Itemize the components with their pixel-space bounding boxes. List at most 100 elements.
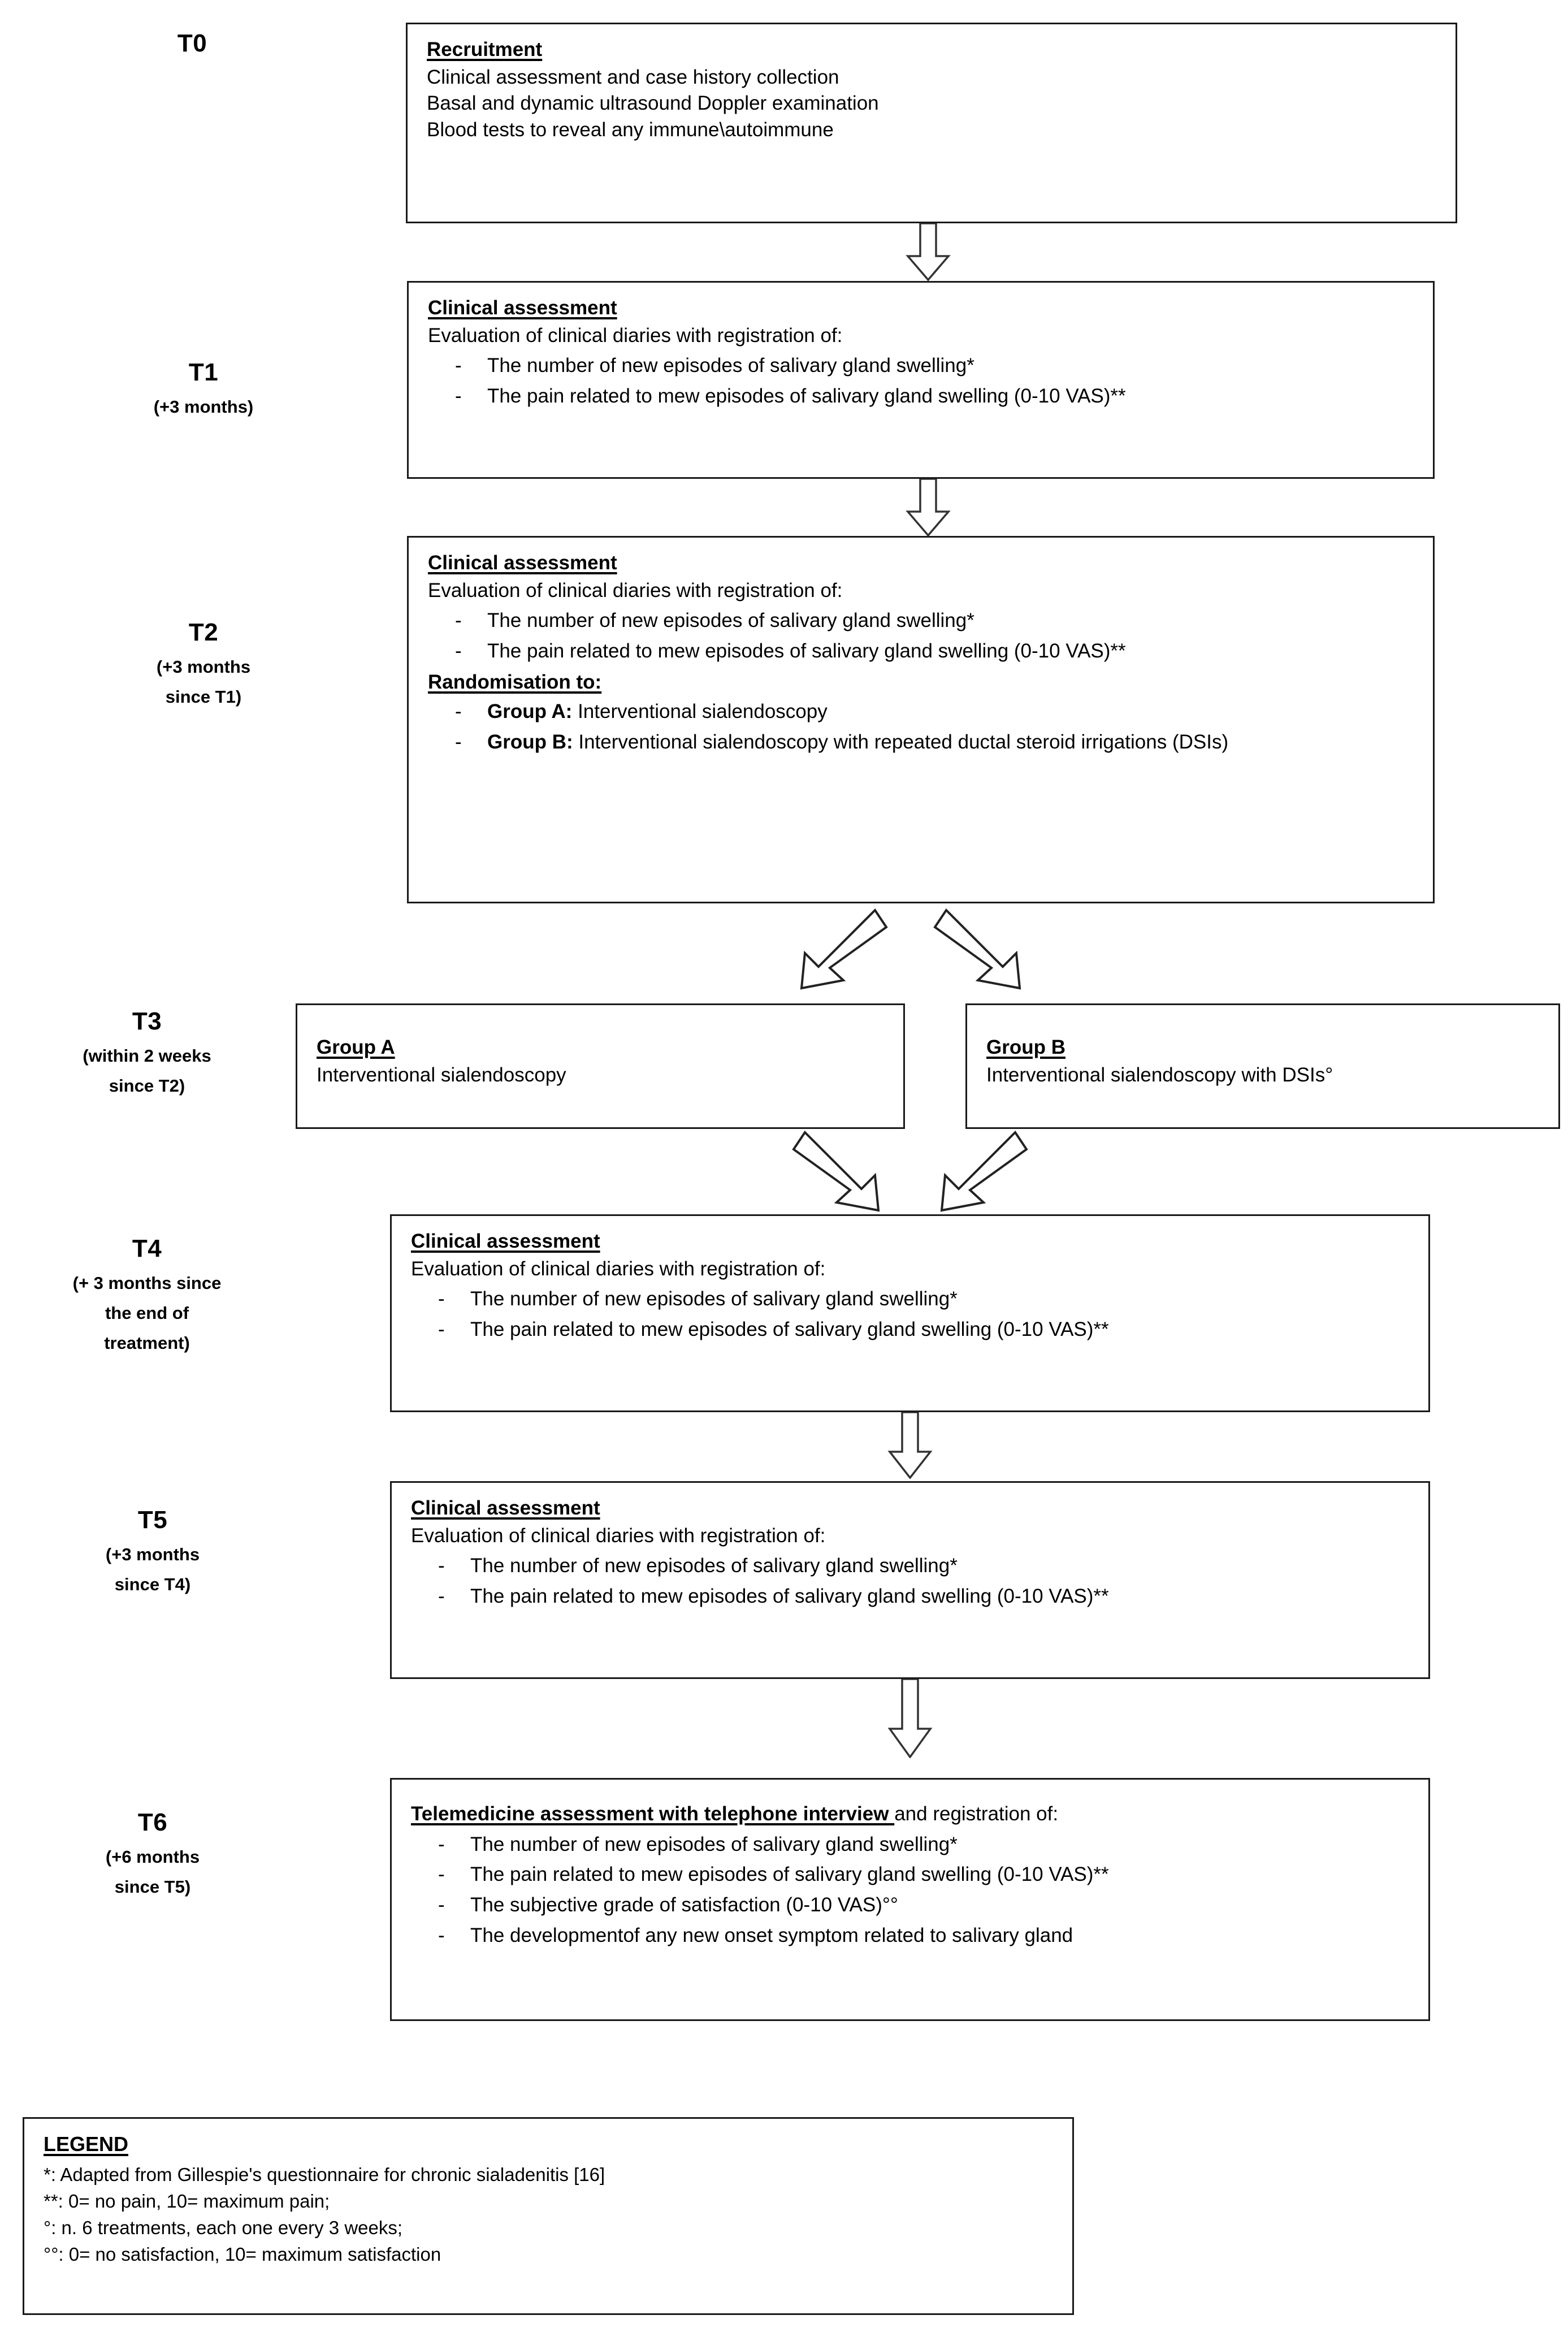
box-t2-group-b-item: -Group B: Interventional sialendoscopy w… xyxy=(428,729,1418,756)
box-t2-randomisation-list: - Group A: Interventional sialendoscopy -… xyxy=(428,698,1418,755)
box-t2-lead: Evaluation of clinical diaries with regi… xyxy=(428,579,843,602)
box-t6-bullet-4: - The developmentof any new onset symptom… xyxy=(411,1922,1414,1949)
box-t5-bullet-2-text: The pain related to mew episodes of sali… xyxy=(470,1585,1109,1607)
timepoint-label-t2: T2 (+3 months since T1) xyxy=(23,616,384,709)
legend-entry-2: **: 0= no pain, 10= maximum pain; xyxy=(44,2190,330,2212)
bullet-dash-icon: - xyxy=(438,1833,445,1855)
timepoint-code-t0: T0 xyxy=(177,29,207,57)
box-t4-lead: Evaluation of clinical diaries with regi… xyxy=(411,1257,826,1280)
box-t6-bullet-3: - The subjective grade of satisfaction (0… xyxy=(411,1892,1414,1919)
arrow-t1-to-t2-icon xyxy=(900,479,956,536)
box-t4-bullet-2-text: The pain related to mew episodes of sali… xyxy=(470,1318,1109,1340)
arrow-group-a-to-t4-icon xyxy=(791,1127,899,1226)
arrow-t4-to-t5-icon xyxy=(882,1412,938,1479)
bullet-dash-icon: - xyxy=(438,1288,445,1310)
box-t1-heading: Clinical assessment xyxy=(428,297,617,319)
box-t5-bullet-2: -The pain related to mew episodes of sal… xyxy=(411,1583,1414,1610)
box-t6-bullet-1: - The number of new episodes of salivary … xyxy=(411,1831,1414,1858)
bullet-dash-icon: - xyxy=(438,1318,445,1340)
arrow-t0-to-t1-icon xyxy=(900,223,956,281)
box-t3-group-a-line: Interventional sialendoscopy xyxy=(317,1063,566,1086)
bullet-dash-icon: - xyxy=(438,1924,445,1946)
bullet-dash-icon: - xyxy=(455,609,462,632)
box-t1-bullet-1: - The number of new episodes of salivary … xyxy=(428,352,1418,379)
box-t0-line-2: Basal and dynamic ultrasound Doppler exa… xyxy=(427,92,879,115)
box-t6-bullet-4-text: The developmentof any new onset symptom … xyxy=(470,1924,1073,1946)
box-t6-heading-tail: and registration of: xyxy=(894,1803,1059,1825)
box-t2-group-a-label: Group A: xyxy=(487,700,573,723)
timepoint-label-t3: T3 (within 2 weeks since T2) xyxy=(6,1005,288,1098)
box-t6-bullet-3-text: The subjective grade of satisfaction (0-… xyxy=(470,1894,898,1916)
box-t3-group-b-heading: Group B xyxy=(986,1036,1065,1058)
box-t2: Clinical assessment Evaluation of clinic… xyxy=(407,536,1435,903)
box-t2-heading-2: Randomisation to: xyxy=(428,670,602,693)
box-t6: Telemedicine assessment with telephone i… xyxy=(390,1778,1430,2021)
timepoint-sub-t1: (+3 months) xyxy=(153,397,254,417)
box-t1-bullet-2: - The pain related to mew episodes of sal… xyxy=(428,383,1418,410)
box-t6-bullet-list: - The number of new episodes of salivary … xyxy=(411,1831,1414,1949)
bullet-dash-icon: - xyxy=(438,1555,445,1577)
timepoint-code-t3: T3 xyxy=(132,1007,162,1035)
legend-entry-3: °: n. 6 treatments, each one every 3 wee… xyxy=(44,2217,403,2238)
box-t2-bullet-2-text: The pain related to mew episodes of sali… xyxy=(487,639,1126,662)
timepoint-sub-t2-line1: (+3 months xyxy=(156,657,251,677)
timepoint-label-t6: T6 (+6 months since T5) xyxy=(6,1806,300,1899)
timepoint-sub-t5-line2: since T4) xyxy=(114,1574,191,1594)
timepoint-label-t4: T4 (+ 3 months since the end of treatmen… xyxy=(6,1232,288,1355)
timepoint-sub-t6-line2: since T5) xyxy=(114,1876,191,1897)
box-t4-bullet-list: - The number of new episodes of salivary … xyxy=(411,1286,1414,1343)
timepoint-label-t1: T1 (+3 months) xyxy=(23,356,384,419)
box-t6-bullet-1-text: The number of new episodes of salivary g… xyxy=(470,1833,958,1855)
box-t1-bullet-2-text: The pain related to mew episodes of sali… xyxy=(487,384,1126,407)
box-t2-group-b-text: Interventional sialendoscopy with repeat… xyxy=(573,730,1229,753)
box-t5-bullet-list: -The number of new episodes of salivary … xyxy=(411,1552,1414,1609)
timepoint-sub-t2-line2: since T1) xyxy=(165,686,242,707)
bullet-dash-icon: - xyxy=(455,384,462,407)
box-t6-bullet-2-text: The pain related to mew episodes of sali… xyxy=(470,1863,1109,1886)
box-t2-bullet-2: -The pain related to mew episodes of sal… xyxy=(428,638,1418,665)
arrow-t5-to-t6-icon xyxy=(882,1679,938,1758)
box-t0-heading: Recruitment xyxy=(427,38,543,60)
box-t1: Clinical assessment Evaluation of clinic… xyxy=(407,281,1435,479)
timepoint-sub-t4-line2: the end of xyxy=(105,1303,189,1323)
timepoint-sub-t4-line3: treatment) xyxy=(104,1332,190,1353)
box-t4-bullet-2: - The pain related to mew episodes of sal… xyxy=(411,1316,1414,1343)
timepoint-code-t1: T1 xyxy=(188,358,219,386)
box-t2-bullet-1: - The number of new episodes of salivary … xyxy=(428,607,1418,634)
box-t0-line-1: Clinical assessment and case history col… xyxy=(427,66,839,88)
bullet-dash-icon: - xyxy=(455,354,462,377)
timepoint-sub-t3-line2: since T2) xyxy=(109,1075,185,1096)
legend-entry-4: °°: 0= no satisfaction, 10= maximum sati… xyxy=(44,2243,441,2265)
box-t6-bullet-2: - The pain related to mew episodes of sal… xyxy=(411,1861,1414,1888)
timepoint-label-t5: T5 (+3 months since T4) xyxy=(6,1504,300,1596)
arrow-group-b-to-t4-icon xyxy=(921,1127,1029,1226)
box-t3-group-b: Group B Interventional sialendoscopy wit… xyxy=(965,1003,1560,1129)
box-t5-lead: Evaluation of clinical diaries with regi… xyxy=(411,1524,826,1547)
timepoint-code-t6: T6 xyxy=(137,1808,168,1836)
box-t1-bullet-1-text: The number of new episodes of salivary g… xyxy=(487,354,974,377)
bullet-dash-icon: - xyxy=(438,1863,445,1886)
box-t5-bullet-1: -The number of new episodes of salivary … xyxy=(411,1552,1414,1580)
bullet-dash-icon: - xyxy=(438,1894,445,1916)
box-t0-line-3: Blood tests to reveal any immune\autoimm… xyxy=(427,119,834,141)
bullet-dash-icon: - xyxy=(455,730,462,753)
box-t2-bullet-list: - The number of new episodes of salivary … xyxy=(428,607,1418,664)
bullet-dash-icon: - xyxy=(455,700,462,723)
arrow-t2-to-group-b-icon xyxy=(933,905,1040,1009)
box-t4-bullet-1-text: The number of new episodes of salivary g… xyxy=(470,1288,958,1310)
box-t3-group-b-line: Interventional sialendoscopy with DSIs° xyxy=(986,1063,1333,1086)
arrow-t2-to-group-a-icon xyxy=(781,905,889,1009)
box-t2-group-a-text: Interventional sialendoscopy xyxy=(572,700,828,723)
legend-entry-1: *: Adapted from Gillespie's questionnair… xyxy=(44,2164,605,2185)
box-t2-bullet-1-text: The number of new episodes of salivary g… xyxy=(487,609,974,632)
timepoint-code-t2: T2 xyxy=(188,618,219,646)
box-t2-group-a-item: - Group A: Interventional sialendoscopy xyxy=(428,698,1418,725)
box-t3-group-a-heading: Group A xyxy=(317,1036,395,1058)
box-t4-heading: Clinical assessment xyxy=(411,1230,600,1252)
box-t0: Recruitment Clinical assessment and case… xyxy=(406,23,1457,223)
box-t4: Clinical assessment Evaluation of clinic… xyxy=(390,1214,1430,1412)
box-t1-bullet-list: - The number of new episodes of salivary … xyxy=(428,352,1418,409)
box-t2-heading: Clinical assessment xyxy=(428,552,617,574)
box-t5-heading: Clinical assessment xyxy=(411,1497,600,1519)
